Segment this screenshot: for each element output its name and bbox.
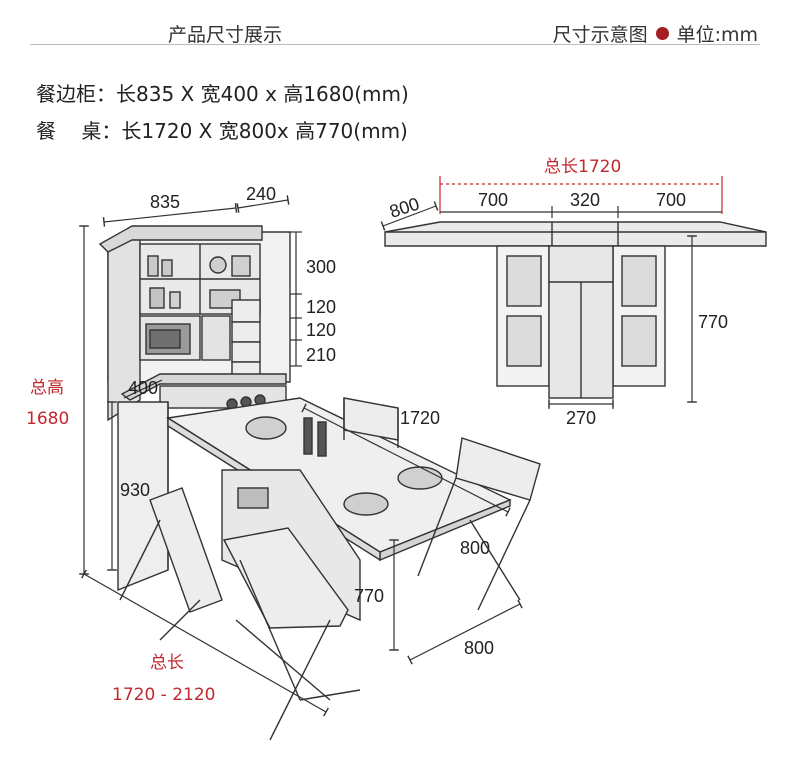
dim-table-width: 800: [464, 638, 494, 658]
dim-cabinet-width: 835: [150, 192, 180, 212]
header-right: 尺寸示意图 单位:mm: [553, 20, 758, 47]
dim-upper-depth: 240: [246, 184, 276, 204]
sideboard-illustration: [98, 225, 291, 592]
spec-table: 餐 桌：长1720 X 宽800x 高770(mm): [36, 119, 408, 143]
dim-lower-height: 930: [120, 480, 150, 500]
diagram-label: 尺寸示意图: [552, 24, 648, 46]
dim-table-length: 1720: [400, 408, 440, 428]
total-height-value: 1680: [26, 409, 69, 429]
dim-section-120a: 120: [306, 297, 336, 317]
unit-label: 单位:mm: [676, 24, 758, 46]
page-title: 产品尺寸展示: [168, 24, 283, 46]
dim-leaf-right: 700: [656, 190, 686, 210]
folding-table-illustration: [384, 221, 767, 399]
bullet-dot-icon: [655, 27, 669, 40]
dim-section-120b: 120: [306, 320, 336, 340]
dim-table-height: 770: [354, 586, 384, 606]
dim-section-210: 210: [306, 345, 336, 365]
total-height-label: 总高: [30, 378, 64, 398]
total-length-range: 1720 - 2120: [112, 685, 215, 705]
spec-sideboard: 餐边柜：长835 X 宽400 x 高1680(mm): [36, 82, 409, 106]
total-length-label: 总长: [150, 653, 184, 673]
dim-center: 320: [570, 190, 600, 210]
dim-folding-height: 770: [698, 312, 728, 332]
folding-total-length: 总长1720: [544, 157, 621, 177]
dim-section-300: 300: [306, 257, 336, 277]
dim-cabinet-depth: 400: [128, 378, 158, 398]
header-divider: [30, 44, 760, 45]
dim-table-depth: 800: [460, 538, 490, 558]
dim-base-width: 270: [566, 408, 596, 428]
dim-folding-depth: 800: [387, 193, 422, 221]
dimension-lines: [79, 176, 723, 717]
dim-leaf-left: 700: [478, 190, 508, 210]
header: 产品尺寸展示 尺寸示意图 单位:mm: [0, 0, 790, 58]
